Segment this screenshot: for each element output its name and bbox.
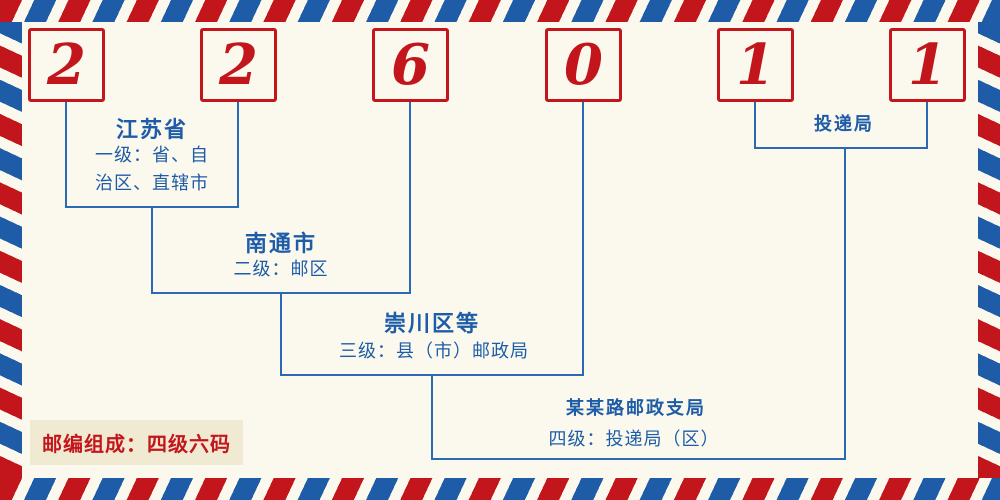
connector-line [151, 206, 153, 294]
branch-description: 四级：投递局（区） [548, 429, 720, 450]
province-description: 一级：省、自 治区、直辖市 [72, 142, 232, 198]
province-label: 江苏省 [115, 118, 188, 143]
envelope-border-bottom [0, 478, 1000, 500]
digit-6: 1 [908, 32, 947, 98]
province-description-line1: 一级：省、自 [95, 145, 209, 166]
connector-line [582, 102, 584, 376]
digit-box-1: 2 [28, 28, 105, 102]
connector-line [237, 102, 239, 208]
province-description-line2: 治区、直辖市 [95, 173, 209, 194]
digit-box-6: 1 [889, 28, 966, 102]
delivery-office-label: 投递局 [814, 114, 874, 135]
district-label: 崇川区等 [383, 312, 480, 337]
envelope-border-top [0, 0, 1000, 22]
connector-line [431, 458, 846, 460]
branch-label: 某某路邮政支局 [566, 398, 706, 419]
connector-line [844, 147, 846, 458]
digit-3: 6 [391, 32, 430, 98]
digit-1: 2 [47, 32, 86, 98]
connector-line [926, 102, 928, 147]
district-description: 三级：县（市）邮政局 [339, 341, 529, 362]
connector-line [754, 102, 756, 147]
city-label: 南通市 [244, 232, 317, 257]
connector-line [754, 147, 928, 149]
connector-line [409, 102, 411, 294]
connector-line [65, 102, 67, 208]
digit-box-2: 2 [200, 28, 277, 102]
digit-5: 1 [736, 32, 775, 98]
city-description: 二级：邮区 [233, 259, 329, 280]
digit-box-3: 6 [372, 28, 449, 102]
connector-line [280, 292, 282, 376]
digit-4: 0 [564, 32, 603, 98]
digit-2: 2 [219, 32, 258, 98]
envelope-border-right [978, 22, 1000, 478]
footer-note: 邮编组成：四级六码 [30, 420, 243, 465]
digit-box-4: 0 [545, 28, 622, 102]
digit-box-5: 1 [717, 28, 794, 102]
connector-line [431, 374, 433, 460]
envelope-border-left [0, 22, 22, 478]
